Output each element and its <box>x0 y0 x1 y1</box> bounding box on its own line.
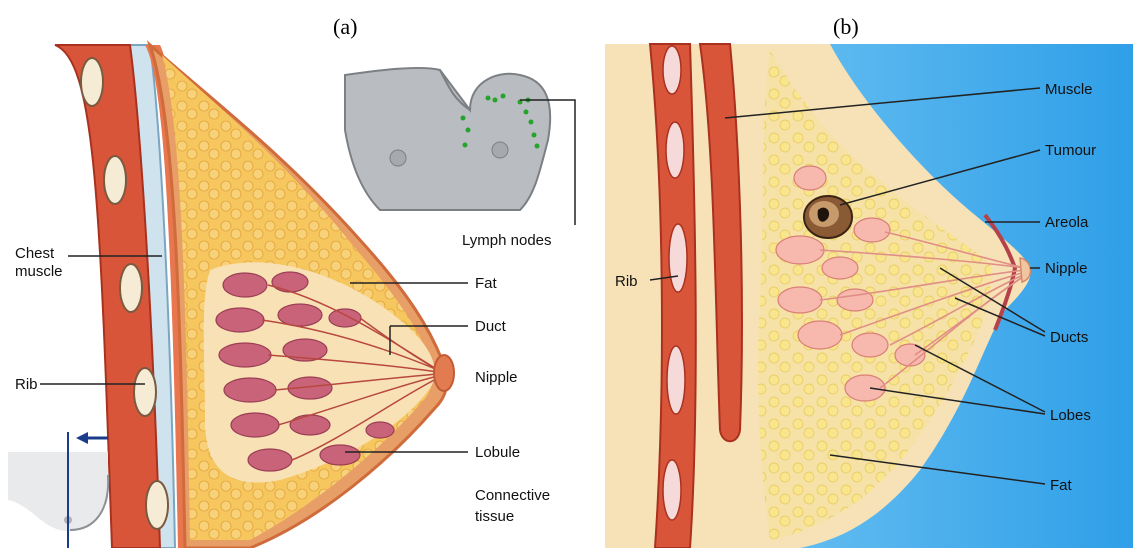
label-lobule: Lobule <box>475 444 520 461</box>
tumour-icon <box>804 196 852 238</box>
label-rib-b: Rib <box>615 273 638 290</box>
label-lobes: Lobes <box>1050 407 1091 424</box>
panel-a: Lymph nodes Chest muscle Fat Duct Nipple… <box>8 45 575 548</box>
label-chest-muscle: muscle <box>15 263 63 280</box>
label-fat-b: Fat <box>1050 477 1073 494</box>
arrow-left-icon <box>76 432 108 444</box>
label-tumour: Tumour <box>1045 142 1096 159</box>
label-rib-a: Rib <box>15 376 38 393</box>
label-chest: Chest <box>15 245 55 262</box>
label-fat-a: Fat <box>475 275 498 292</box>
label-connective: Connective <box>475 487 550 504</box>
torso-with-lymph-nodes-icon <box>345 68 550 210</box>
label-connective-tissue: tissue <box>475 508 514 525</box>
nipple-a <box>434 355 454 391</box>
breast-outline-inset-icon <box>8 432 108 548</box>
label-areola: Areola <box>1045 214 1089 231</box>
label-muscle: Muscle <box>1045 81 1093 98</box>
label-duct: Duct <box>475 318 507 335</box>
panel-b: Muscle Tumour Areola Rib Nipple Ducts Lo… <box>605 44 1133 548</box>
label-lymph-nodes: Lymph nodes <box>462 232 552 249</box>
label-nipple-b: Nipple <box>1045 260 1088 277</box>
label-ducts: Ducts <box>1050 329 1088 346</box>
label-nipple-a: Nipple <box>475 369 518 386</box>
